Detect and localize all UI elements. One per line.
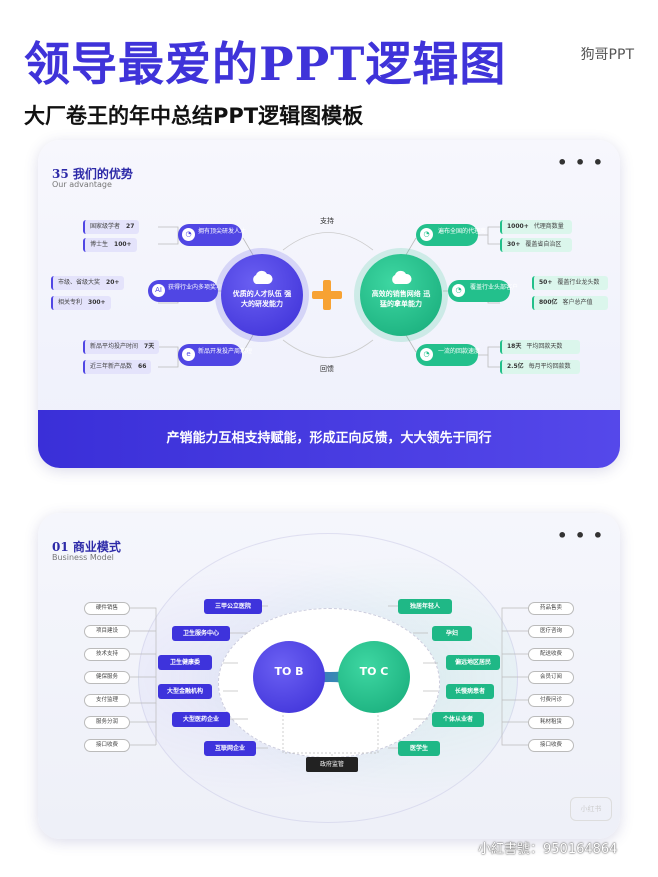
- to-b-label: TO B: [274, 665, 304, 678]
- card-subtitle: Business Model: [52, 553, 114, 562]
- page-title: 领导最爱的PPT逻辑图: [24, 37, 507, 91]
- right-stat-pill: 1000+代理商数量: [500, 220, 572, 234]
- to-b-hub: TO B: [253, 641, 325, 713]
- support-label: 支持: [320, 217, 334, 225]
- browser-icon: e: [182, 348, 195, 361]
- b-customer-box: 三甲公立医院: [204, 599, 262, 614]
- right-revenue-item: 付费问诊: [528, 694, 574, 707]
- feedback-label: 回馈: [320, 365, 334, 373]
- brand-label: 狗哥PPT: [580, 47, 634, 63]
- left-revenue-item: 接口收费: [84, 739, 130, 752]
- b-customer-box: 大型医药企业: [172, 712, 230, 727]
- card-title: 35 我们的优势: [52, 167, 133, 181]
- connector-lines: [130, 605, 528, 757]
- plus-icon: [312, 280, 342, 310]
- right-stat-pill: 2.5亿每月平均回款数: [500, 360, 580, 374]
- talent-circle: 优质的人才队伍 强大的研发能力: [221, 254, 303, 336]
- card-subtitle: Our advantage: [52, 180, 112, 189]
- right-revenue-item: 配送收费: [528, 648, 574, 661]
- ai-icon: AI: [152, 284, 165, 297]
- c-customer-box: 医学生: [398, 741, 440, 756]
- right-stat-pill: 800亿客户总产值: [532, 296, 608, 310]
- sales-circle-caption: 高效的销售网络 迅猛的拿单能力: [371, 290, 431, 308]
- left-revenue-item: 支付监理: [84, 694, 130, 707]
- right-tag: 覆盖行业头部客户◔: [448, 280, 518, 302]
- right-revenue-item: 会员订阅: [528, 671, 574, 684]
- c-customer-box: 独居年轻人: [398, 599, 452, 614]
- xiaohongshu-logo: 小红书: [570, 797, 612, 821]
- left-revenue-item: 服务分润: [84, 716, 130, 729]
- card-title: 01 商业模式: [52, 540, 121, 554]
- pie-icon: ◔: [420, 348, 433, 361]
- right-revenue-item: 医疗咨询: [528, 625, 574, 638]
- left-revenue-item: 项目建设: [84, 625, 130, 638]
- gov-regulation-box: 政府监管: [306, 757, 358, 772]
- b-customer-box: 卫生健康委: [158, 655, 212, 670]
- page-subtitle: 大厂卷王的年中总结PPT逻辑图模板: [24, 104, 364, 128]
- b-customer-box: 卫生服务中心: [172, 626, 230, 641]
- right-revenue-item: 耗材租赁: [528, 716, 574, 729]
- pie-icon: ◔: [420, 228, 433, 241]
- left-revenue-item: 健保服务: [84, 671, 130, 684]
- cloud-icon: [253, 270, 273, 284]
- right-revenue-item: 药品售卖: [528, 602, 574, 615]
- right-tag: 遍布全国的代理商◔: [416, 224, 486, 246]
- talent-circle-caption: 优质的人才队伍 强大的研发能力: [232, 290, 292, 308]
- summary-band: 产销能力互相支持赋能，形成正向反馈，大大领先于同行: [38, 410, 620, 468]
- cloud-icon: [392, 270, 412, 284]
- sales-circle: 高效的销售网络 迅猛的拿单能力: [360, 254, 442, 336]
- c-customer-box: 偏远地区居民: [446, 655, 500, 670]
- hub-connector: [280, 661, 380, 693]
- right-stat-pill: 50+覆盖行业龙头数: [532, 276, 608, 290]
- pie-icon: ◔: [182, 228, 195, 241]
- left-revenue-item: 硬件销售: [84, 602, 130, 615]
- pie-icon: ◔: [452, 284, 465, 297]
- right-stat-pill: 18天平均回款天数: [500, 340, 580, 354]
- watermark-text: 小紅書號：950164864: [478, 842, 618, 857]
- c-customer-box: 长慢病患者: [446, 684, 494, 699]
- right-revenue-item: 接口收费: [528, 739, 574, 752]
- left-tag: ◔拥有顶尖研发人才: [178, 224, 246, 246]
- b-customer-box: 大型金融机构: [158, 684, 212, 699]
- b-customer-box: 互联网企业: [204, 741, 256, 756]
- business-model-card: • • • 01 商业模式 Business Model 硬件销售 项目建设: [38, 513, 620, 839]
- right-tag: 一流的回款速度◔: [416, 344, 480, 366]
- left-revenue-item: 技术支持: [84, 648, 130, 661]
- to-c-hub: TO C: [338, 641, 410, 713]
- right-stat-pill: 30+覆盖省自治区: [500, 238, 572, 252]
- to-c-label: TO C: [359, 665, 389, 678]
- c-customer-box: 个体从业者: [432, 712, 484, 727]
- c-customer-box: 孕妇: [432, 626, 472, 641]
